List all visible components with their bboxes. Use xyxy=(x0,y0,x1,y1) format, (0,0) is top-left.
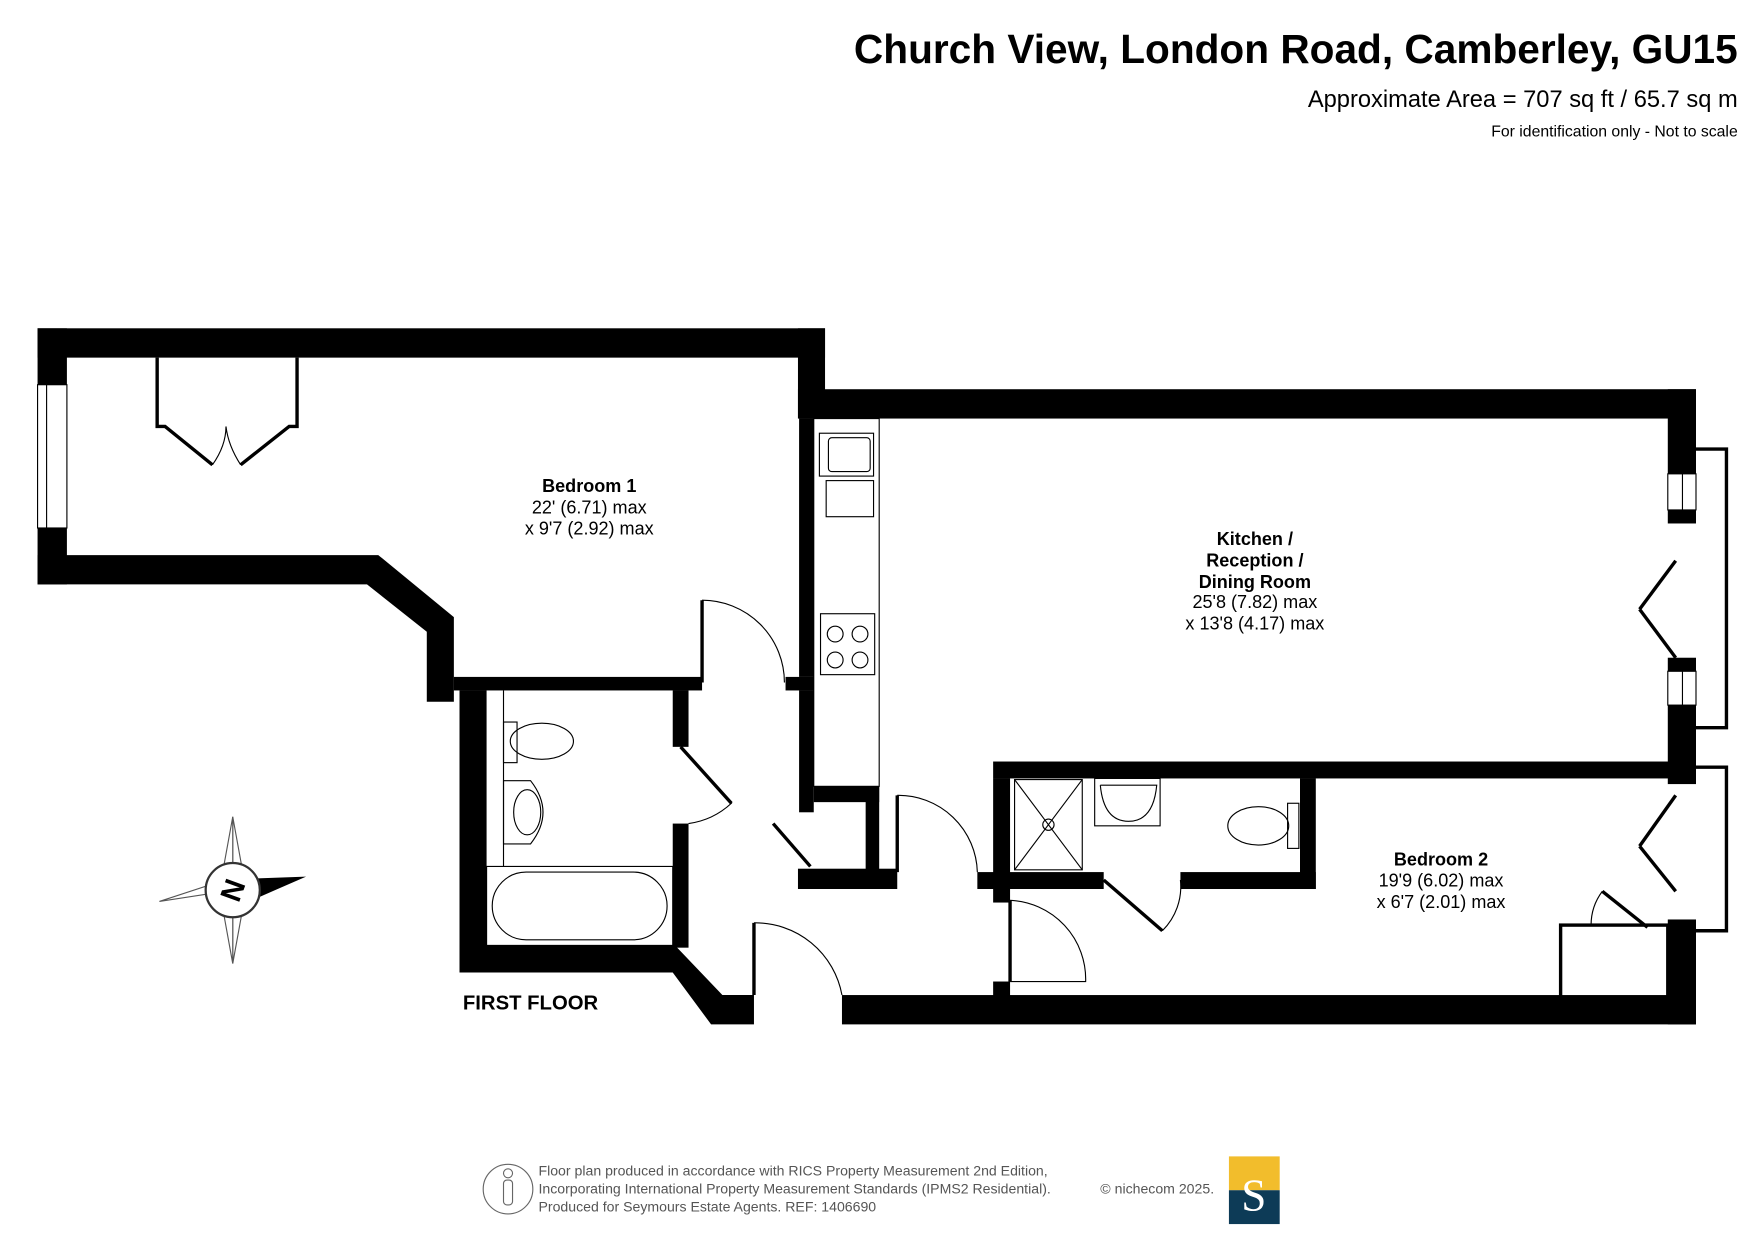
drainer-icon xyxy=(825,480,875,518)
room-name: Kitchen / xyxy=(1217,529,1293,549)
room-dim: x 9'7 (2.92) max xyxy=(525,519,654,539)
room-kitchen: Kitchen / Reception / Dining Room 25'8 (… xyxy=(1185,529,1324,634)
svg-text:Incorporating International Pr: Incorporating International Property Mea… xyxy=(538,1181,1050,1197)
room-bedroom-2: Bedroom 2 19'9 (6.02) max x 6'7 (2.01) m… xyxy=(1377,849,1506,912)
disclaimer-text: For identification only - Not to scale xyxy=(1491,124,1738,141)
doors xyxy=(155,357,1678,996)
room-dim: 22' (6.71) max xyxy=(532,497,647,517)
walls xyxy=(37,328,1696,1025)
footer: Floor plan produced in accordance with R… xyxy=(482,1156,1280,1225)
area-text: Approximate Area = 707 sq ft / 65.7 sq m xyxy=(1308,87,1738,113)
page-title: Church View, London Road, Camberley, GU1… xyxy=(854,26,1738,72)
svg-text:Floor plan produced in accorda: Floor plan produced in accordance with R… xyxy=(538,1163,1047,1179)
room-dim: x 13'8 (4.17) max xyxy=(1185,614,1324,634)
fixtures xyxy=(486,417,1300,946)
floor-label: FIRST FLOOR xyxy=(463,993,599,1015)
svg-text:Produced for Seymours Estate A: Produced for Seymours Estate Agents. REF… xyxy=(538,1199,876,1215)
room-dim: 25'8 (7.82) max xyxy=(1192,592,1317,612)
svg-text:S: S xyxy=(1241,1171,1266,1221)
room-bedroom-1: Bedroom 1 22' (6.71) max x 9'7 (2.92) ma… xyxy=(525,476,654,539)
room-name: Bedroom 1 xyxy=(542,476,636,496)
windows xyxy=(37,384,1729,933)
svg-text:© nichecom 2025.: © nichecom 2025. xyxy=(1100,1181,1214,1197)
person-icon xyxy=(482,1163,534,1215)
room-dim: 19'9 (6.02) max xyxy=(1379,871,1504,891)
room-name: Reception / xyxy=(1206,550,1303,570)
seymours-logo: S xyxy=(1228,1156,1280,1225)
room-dim: x 6'7 (2.01) max xyxy=(1377,892,1506,912)
room-name: Bedroom 2 xyxy=(1394,849,1488,869)
room-name: Dining Room xyxy=(1199,572,1311,592)
compass-icon: N xyxy=(159,816,307,964)
